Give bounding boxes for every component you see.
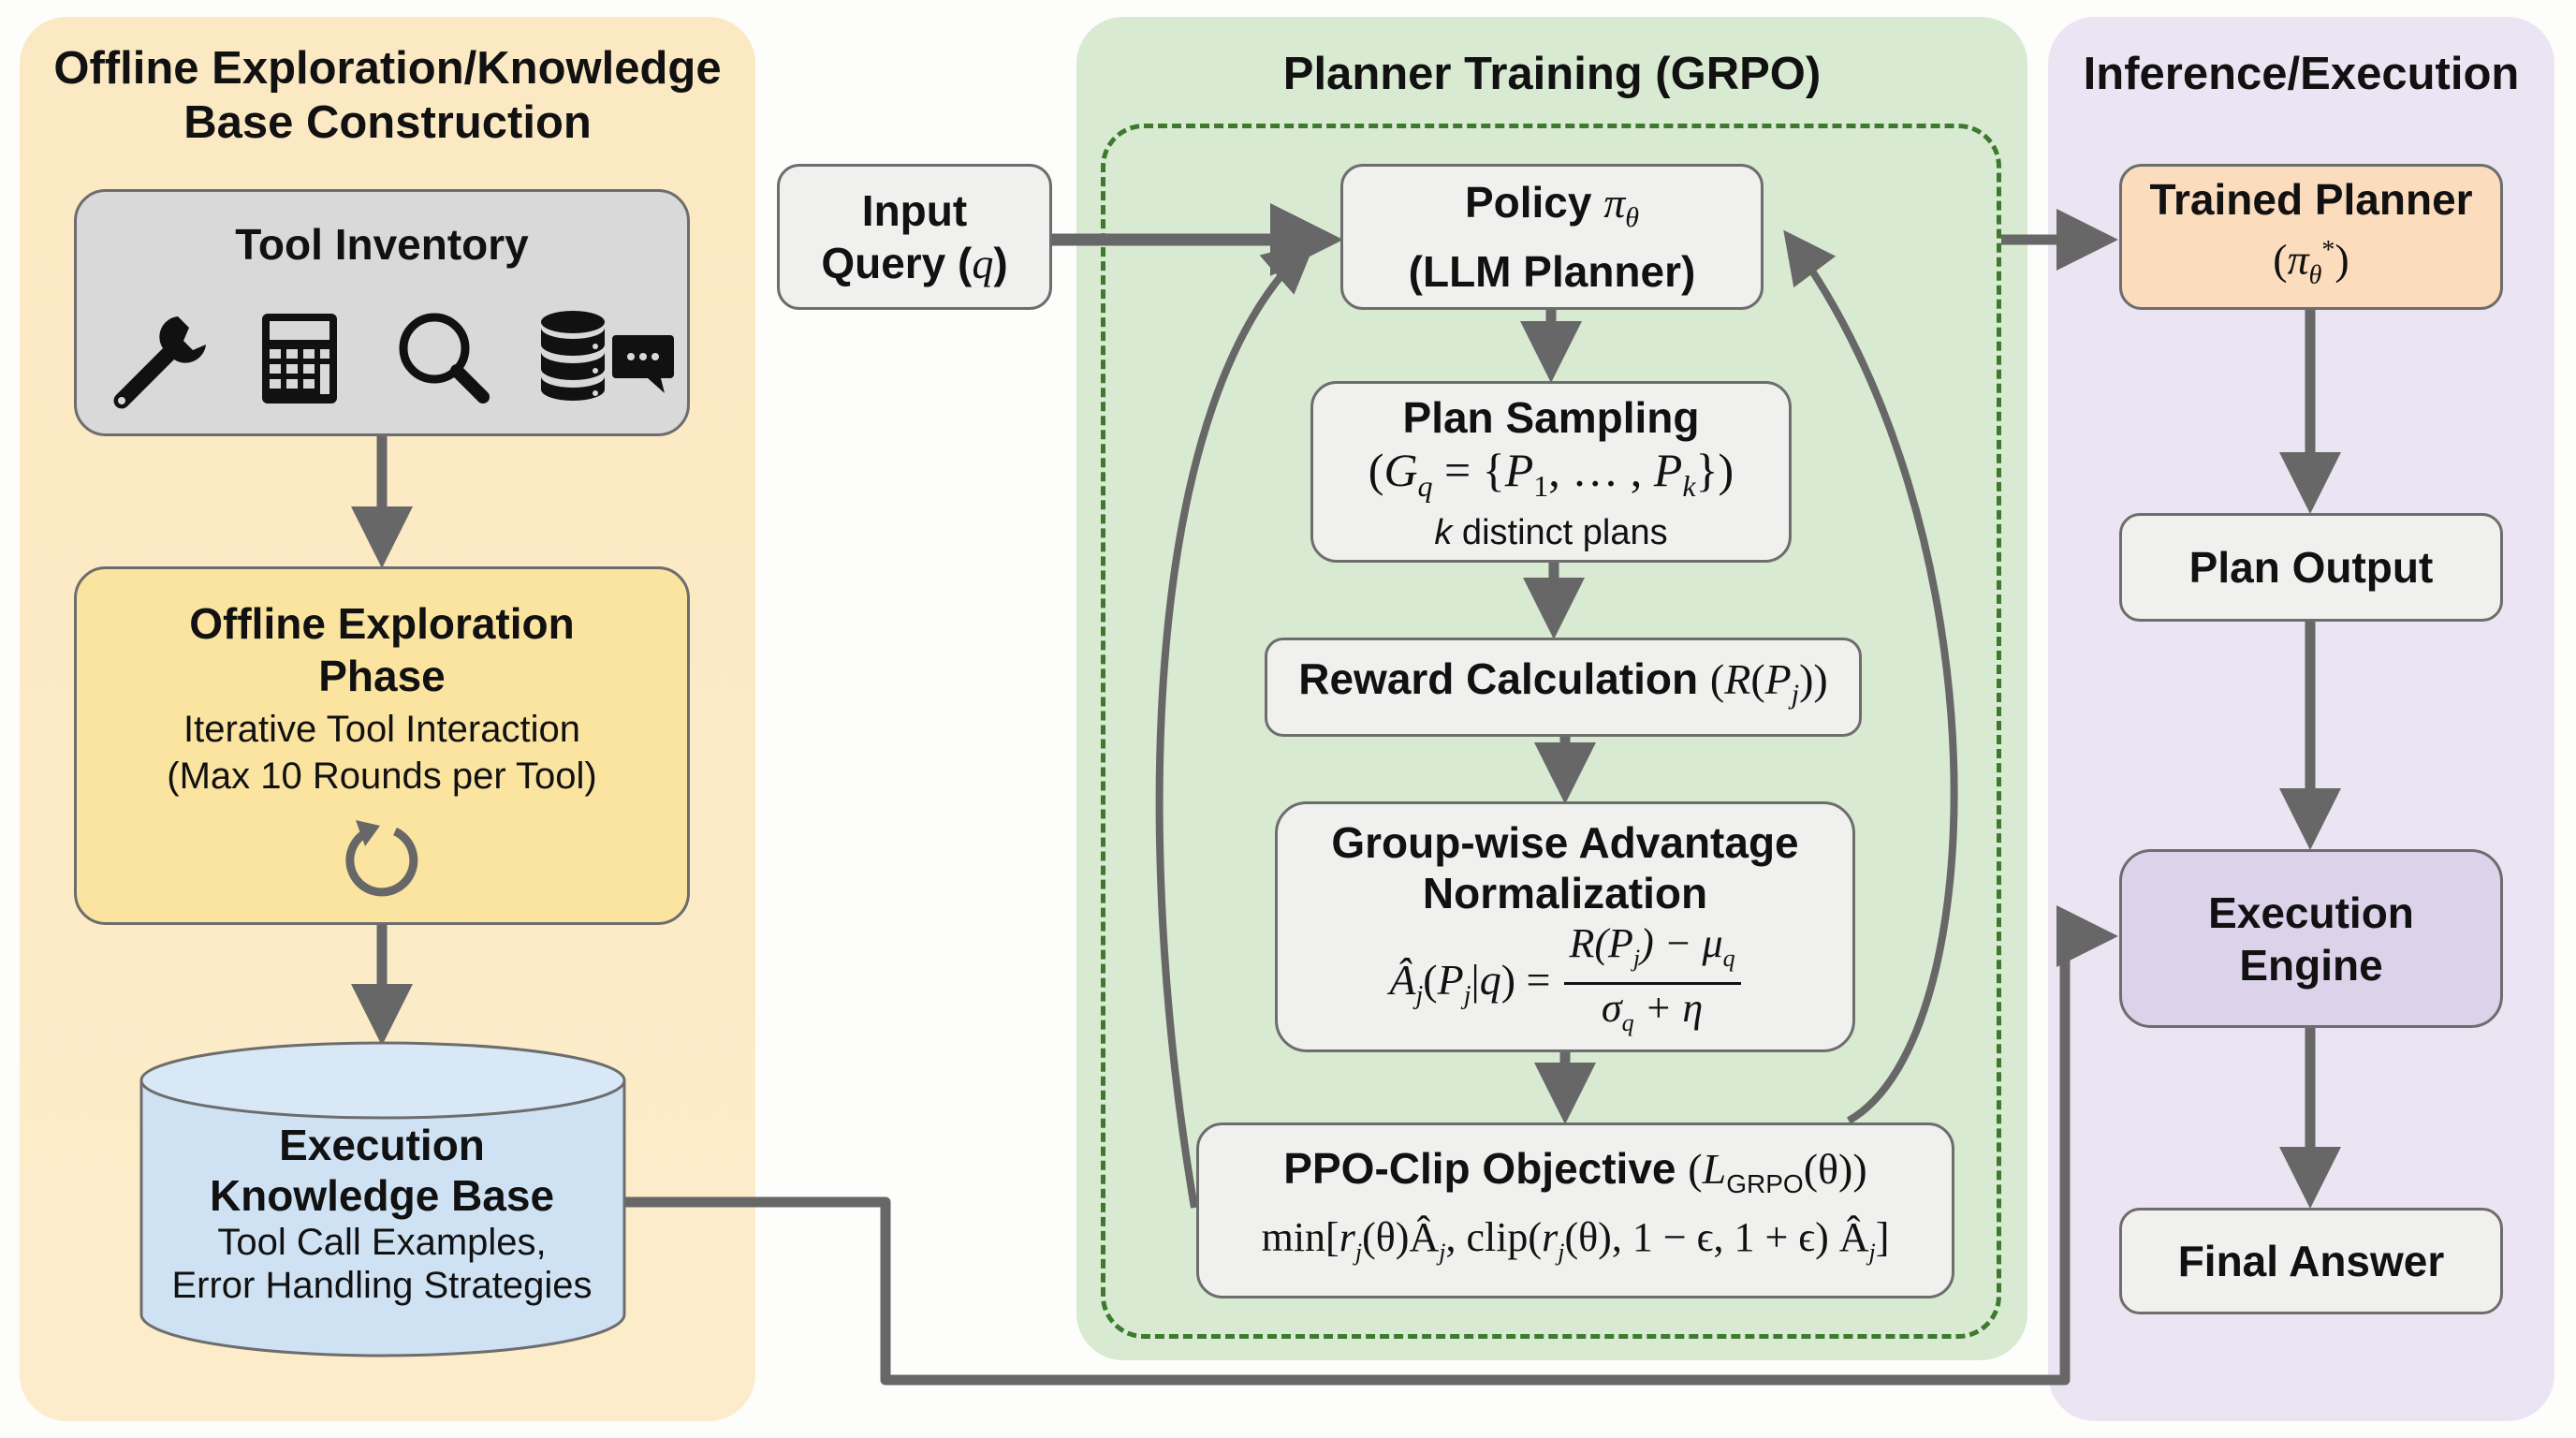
knowledge-base-label: Execution Knowledge Base Tool Call Examp…: [139, 1120, 624, 1307]
advantage-title-line1: Group-wise Advantage: [1331, 818, 1799, 867]
chat-bubble-icon: [612, 335, 674, 393]
final-answer-box: Final Answer: [2119, 1208, 2503, 1314]
knowledge-base-cylinder: [139, 1041, 626, 1357]
feedback-arrow-right: [1783, 229, 1958, 1124]
reward-label: Reward Calculation (R(Pj)): [1298, 654, 1828, 711]
panel-title-training: Planner Training (GRPO): [1282, 49, 1822, 99]
trained-planner-symbol: (πθ*): [2273, 235, 2349, 290]
wrench-icon: [113, 316, 206, 409]
advantage-normalization-box: Group-wise Advantage Normalization Âj(Pj…: [1275, 801, 1855, 1052]
advantage-formula-lhs: Âj(Pj|q) =: [1389, 956, 1551, 1011]
panel-title-line1: Offline Exploration/Knowledge: [53, 43, 722, 94]
search-icon: [399, 313, 490, 404]
plan-sampling-note: k distinct plans: [1434, 512, 1668, 552]
kb-subtitle-line2: Error Handling Strategies: [171, 1265, 593, 1306]
database-icon: [541, 311, 605, 401]
feedback-arrow-left: [1155, 240, 1317, 1209]
arrow-kb-to-execution-engine: [625, 905, 2118, 1386]
kb-title-line2: Knowledge Base: [209, 1171, 555, 1220]
plan-sampling-box: Plan Sampling (Gq = {P1, … , Pk}) k dist…: [1310, 381, 1792, 563]
advantage-denominator: σq + η: [1601, 984, 1704, 1036]
panel-title-inference: Inference/Execution: [2083, 49, 2520, 99]
input-query-line2: Query (q): [821, 238, 1008, 287]
advantage-title-line2: Normalization: [1422, 869, 1708, 917]
tool-inventory-title: Tool Inventory: [235, 220, 529, 269]
input-query-line1: Input: [861, 185, 968, 235]
advantage-formula: Âj(Pj|q) = R(Pj) − μq σq + η: [1389, 920, 1741, 1047]
plan-output-box: Plan Output: [2119, 513, 2503, 622]
policy-box: Policy πθ (LLM Planner): [1340, 164, 1764, 310]
calculator-icon: [262, 314, 337, 404]
final-answer-label: Final Answer: [2177, 1237, 2445, 1285]
advantage-formula-fraction: R(Pj) − μq σq + η: [1563, 920, 1741, 1047]
execution-engine-box: Execution Engine: [2119, 849, 2503, 1028]
panel-title-offline: Offline Exploration/Knowledge Base Const…: [20, 41, 755, 150]
plan-sampling-formula: (Gq = {P1, … , Pk}): [1368, 443, 1734, 503]
trained-planner-title: Trained Planner: [2149, 174, 2473, 224]
panel-title-line2: Base Construction: [183, 97, 592, 148]
policy-line1: Policy πθ: [1464, 178, 1640, 234]
trained-planner-box: Trained Planner (πθ*): [2119, 164, 2503, 310]
ppo-title: PPO-Clip Objective (LGRPO(θ)): [1283, 1143, 1867, 1198]
offline-exploration-phase-box: Offline Exploration Phase Iterative Tool…: [74, 566, 690, 925]
plan-sampling-title: Plan Sampling: [1402, 392, 1700, 442]
exploration-subtitle-line2: (Max 10 Rounds per Tool): [167, 756, 597, 797]
ppo-formula: min[rj(θ)Âj, clip(rj(θ), 1 − ϵ, 1 + ϵ) Â…: [1261, 1213, 1890, 1266]
ppo-clip-objective-box: PPO-Clip Objective (LGRPO(θ)) min[rj(θ)Â…: [1196, 1123, 1954, 1299]
advantage-numerator: R(Pj) − μq: [1563, 920, 1741, 985]
training-loop-boundary: [1101, 124, 2001, 1339]
reward-calculation-box: Reward Calculation (R(Pj)): [1265, 638, 1862, 737]
exploration-title-line1: Offline Exploration: [189, 599, 575, 648]
kb-title-line1: Execution: [279, 1121, 485, 1169]
policy-line2: (LLM Planner): [1408, 246, 1696, 296]
plan-output-label: Plan Output: [2188, 543, 2434, 592]
exploration-title-line2: Phase: [318, 652, 446, 700]
kb-subtitle-line1: Tool Call Examples,: [217, 1222, 547, 1263]
execution-engine-line1: Execution: [2208, 888, 2414, 937]
execution-engine-line2: Engine: [2239, 940, 2383, 990]
input-query-box: Input Query (q): [777, 164, 1052, 310]
exploration-subtitle-line1: Iterative Tool Interaction: [183, 709, 580, 750]
refresh-cycle-icon: [345, 820, 418, 897]
